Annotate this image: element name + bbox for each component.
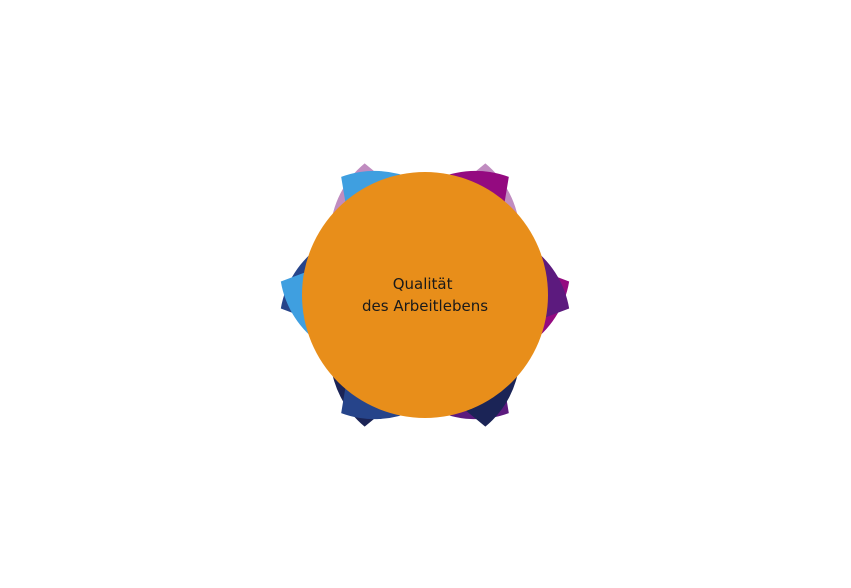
petal-label-line: Engagement	[186, 210, 292, 229]
center-circle	[302, 172, 548, 418]
petal-label-line: partzipatives	[183, 162, 290, 181]
petal-label-line: Gesundheit	[561, 362, 656, 381]
petal-label-line: soziales Klima	[367, 110, 484, 129]
petal-label-line: Inhalt	[585, 162, 632, 181]
center-label: Qualität des Arbeitlebens	[362, 275, 488, 315]
petal-label-line: Arbeits-	[390, 62, 454, 81]
petal-label: Inhalt der Arbeit	[585, 162, 637, 229]
petal-label-line: für alle	[210, 410, 268, 429]
petal-label-line: berufliche	[195, 362, 278, 381]
petal-label-line: Arbeit	[586, 210, 636, 229]
petal-label-line: Kompetenzen,	[363, 474, 481, 493]
petal-label: partzipatives Management, Engagement	[179, 162, 298, 229]
petal-label: berufliche Gleicheit für alle	[195, 362, 283, 429]
petal-label-line: Management,	[179, 186, 293, 205]
petal-label-line: der	[595, 186, 623, 205]
petal-label: Gesundheit am Arbeitsplatz	[561, 362, 661, 429]
center-hub: Qualität des Arbeitlebens	[302, 172, 548, 418]
petal-label-line: Berufswege	[376, 498, 473, 517]
center-label-line: des Arbeitlebens	[362, 297, 488, 315]
center-label-line: Qualität	[393, 275, 453, 293]
petal-label-line: Gleicheit	[200, 386, 273, 405]
petal-label: Arbeits- beziehungen, soziales Klima	[367, 62, 484, 129]
petal-label-line: am	[595, 386, 621, 405]
petal-label: Kompetenzen, Berufswege	[363, 474, 487, 517]
petal-label-line: beziehungen,	[367, 86, 479, 105]
petal-label-line: Arbeitsplatz	[562, 410, 661, 429]
